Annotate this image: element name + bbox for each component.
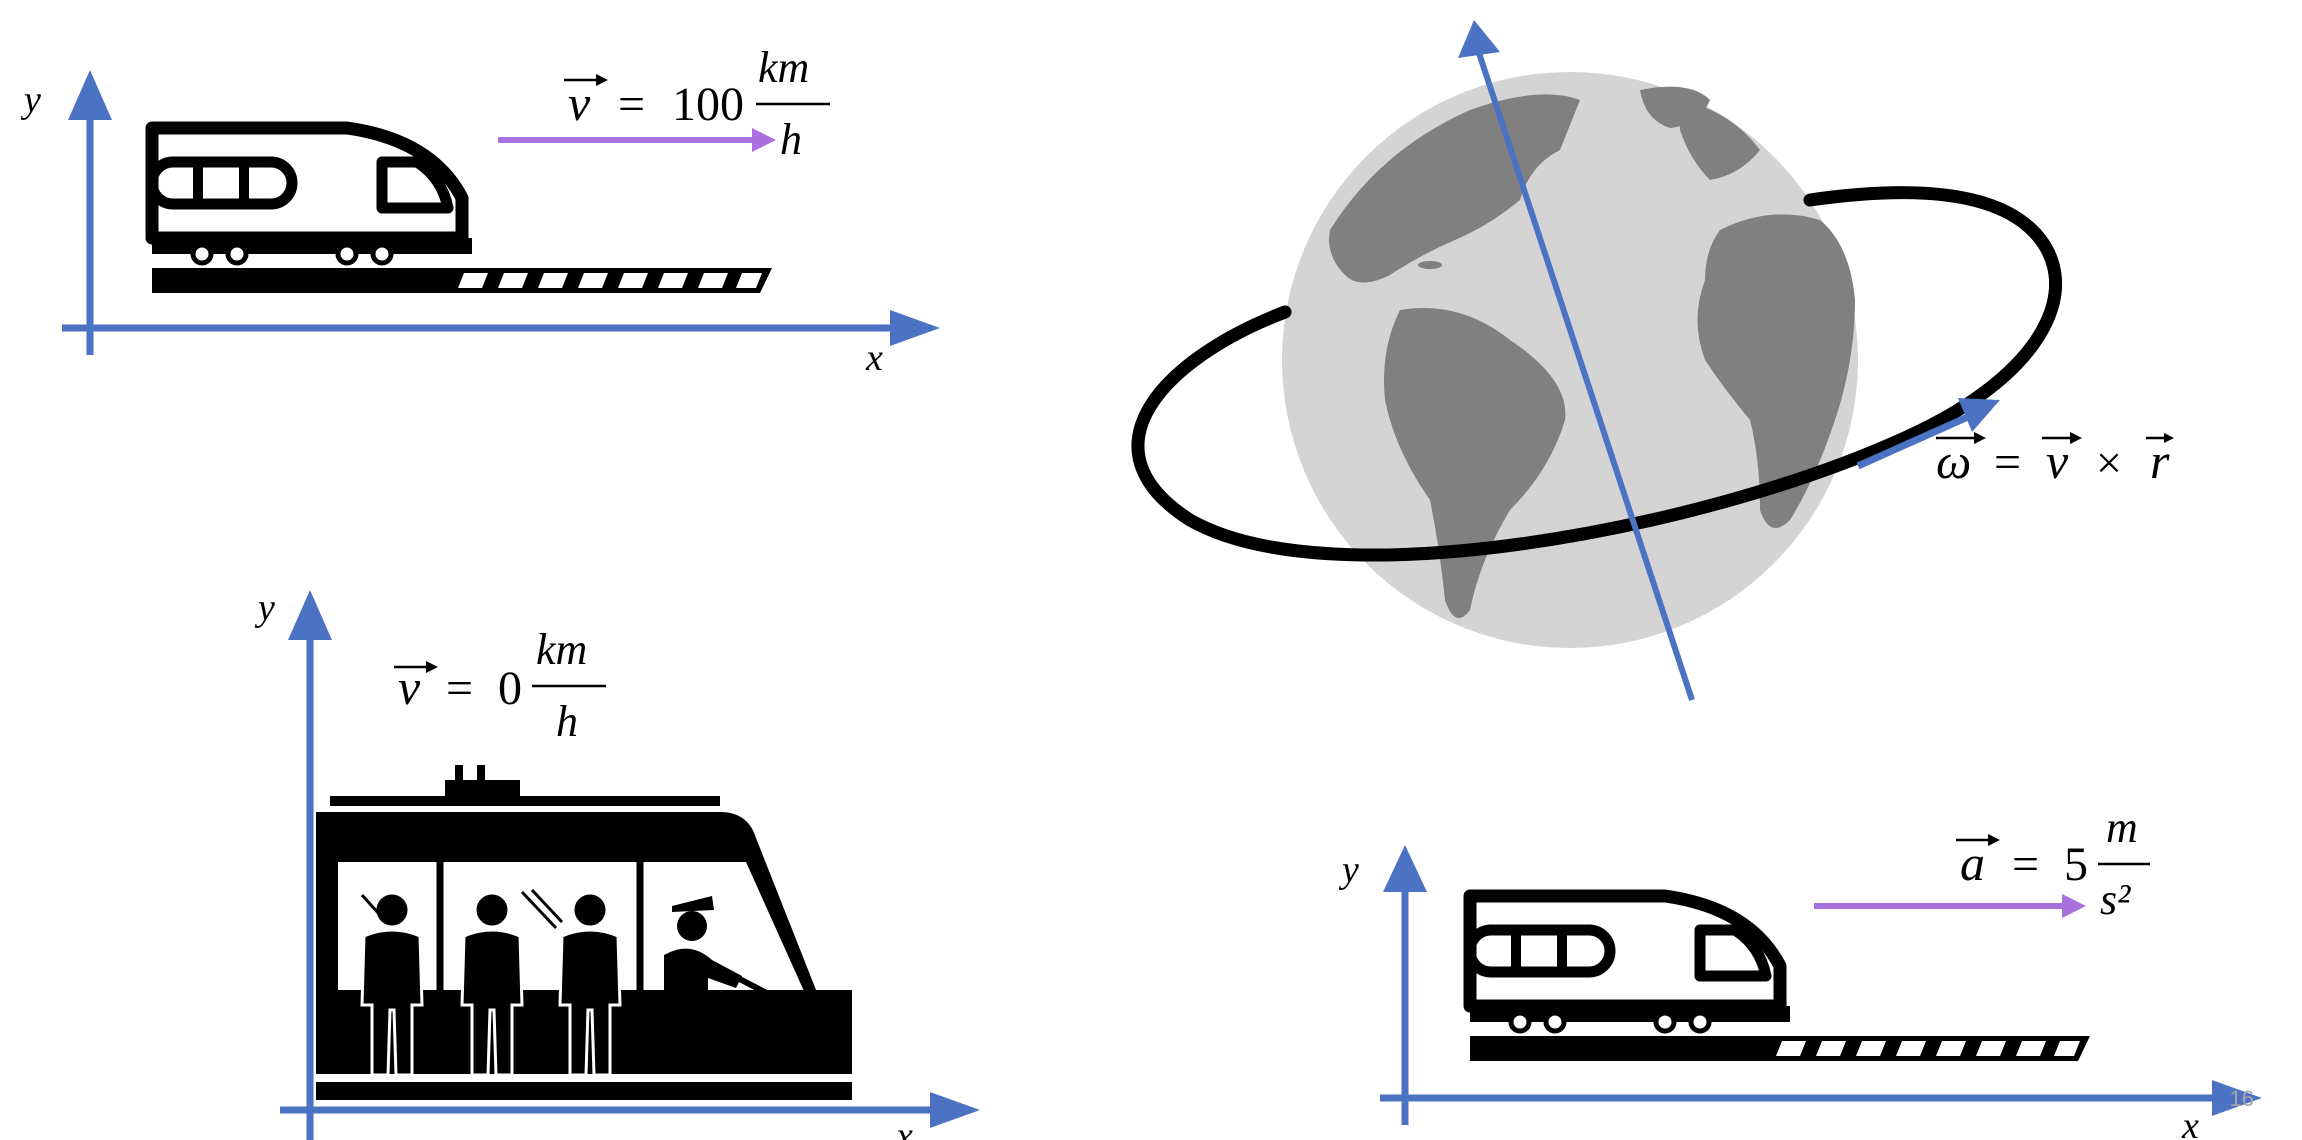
slide-number: 16 <box>2229 1086 2254 1111</box>
panel-bottom-right: x y a = 5 m s² <box>1338 803 2262 1140</box>
velocity-equation: v = 100 km h <box>564 43 830 164</box>
panel-earth: ω = v × r <box>1131 20 2174 701</box>
x-axis-label: x <box>895 1115 913 1140</box>
velocity-arrow <box>498 128 776 152</box>
y-axis-label: y <box>1338 849 1359 891</box>
orbit-ellipse <box>1131 186 2062 562</box>
eq-value: 100 <box>672 78 744 131</box>
eq-operator: = <box>446 662 473 715</box>
eq-term2: r <box>2150 433 2170 489</box>
eq-unit-numerator: m <box>2106 803 2138 852</box>
eq-operator: = <box>618 78 645 131</box>
y-axis <box>68 70 112 355</box>
eq-unit-denominator: h <box>556 697 578 746</box>
earth-globe-icon <box>1282 72 1858 648</box>
acceleration-arrow <box>1814 894 2086 918</box>
y-axis <box>288 590 332 1140</box>
eq-unit-numerator: km <box>536 625 587 674</box>
panel-top-left: x y v = 100 km h <box>20 43 940 379</box>
eq-unit-numerator: km <box>758 43 809 92</box>
x-axis <box>1380 1080 2262 1116</box>
angular-velocity-arrow <box>1856 398 2000 470</box>
eq-unit-denominator: h <box>780 115 802 164</box>
eq-operator: = <box>2012 838 2039 891</box>
x-axis-label: x <box>865 337 883 379</box>
angular-velocity-equation: ω = v × r <box>1936 432 2174 489</box>
acceleration-equation: a = 5 m s² <box>1956 803 2150 924</box>
eq-symbol: v <box>568 75 591 131</box>
y-axis-label: y <box>20 79 41 121</box>
high-speed-train-icon <box>1470 896 2090 1061</box>
eq-value: 5 <box>2064 838 2088 891</box>
eq-operator: = <box>1994 436 2021 489</box>
eq-symbol: v <box>398 659 421 715</box>
y-axis <box>1383 845 1427 1125</box>
eq-lhs: ω <box>1936 433 1971 489</box>
driver-figure <box>664 896 782 1003</box>
y-axis-label: y <box>254 587 275 629</box>
x-axis <box>62 310 940 346</box>
eq-symbol: a <box>1960 835 1985 891</box>
panel-bottom-left: x y <box>254 587 980 1140</box>
rotation-axis <box>1458 20 1695 701</box>
eq-term1: v <box>2046 433 2069 489</box>
eq-cross: × <box>2096 437 2122 488</box>
x-axis-label: x <box>2181 1105 2199 1140</box>
eq-value: 0 <box>498 662 522 715</box>
x-axis <box>280 1092 980 1128</box>
velocity-equation: v = 0 km h <box>394 625 606 746</box>
eq-unit-denominator: s² <box>2100 875 2131 924</box>
high-speed-train-icon <box>152 128 772 293</box>
tram-with-passengers-icon <box>316 765 852 1100</box>
